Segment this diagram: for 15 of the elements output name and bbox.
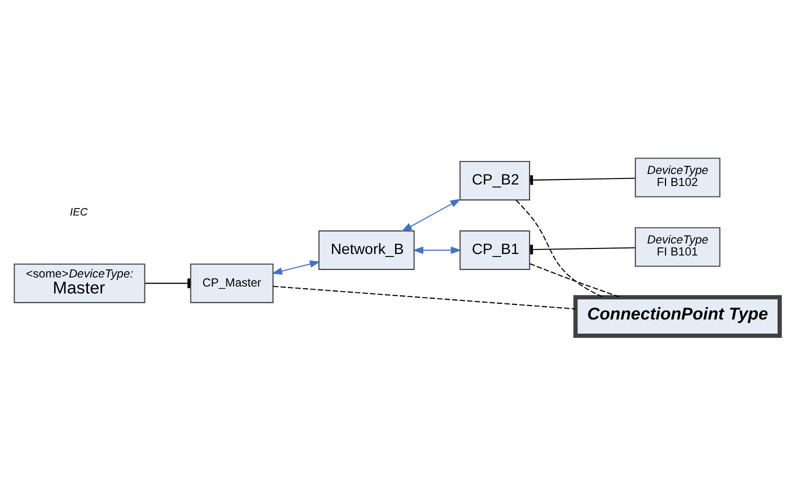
arrow: [401, 198, 462, 232]
node-box: ConnectionPoint Type: [573, 294, 782, 338]
node-box: DeviceType FI B102: [634, 157, 720, 197]
node-box: CP_B2: [460, 160, 530, 200]
arrow: [412, 246, 462, 254]
node-box: CP_Master: [190, 263, 274, 303]
connector: [273, 285, 576, 309]
node-box: <some>DeviceType: Master: [14, 263, 146, 303]
connector: [530, 262, 620, 298]
node-box: CP_B1: [460, 230, 530, 270]
node-box: Network_B: [318, 230, 415, 270]
connector: [516, 199, 604, 298]
node-box: DeviceType FI B101: [634, 226, 720, 266]
arrow: [271, 260, 321, 274]
label: IEC: [70, 206, 88, 218]
